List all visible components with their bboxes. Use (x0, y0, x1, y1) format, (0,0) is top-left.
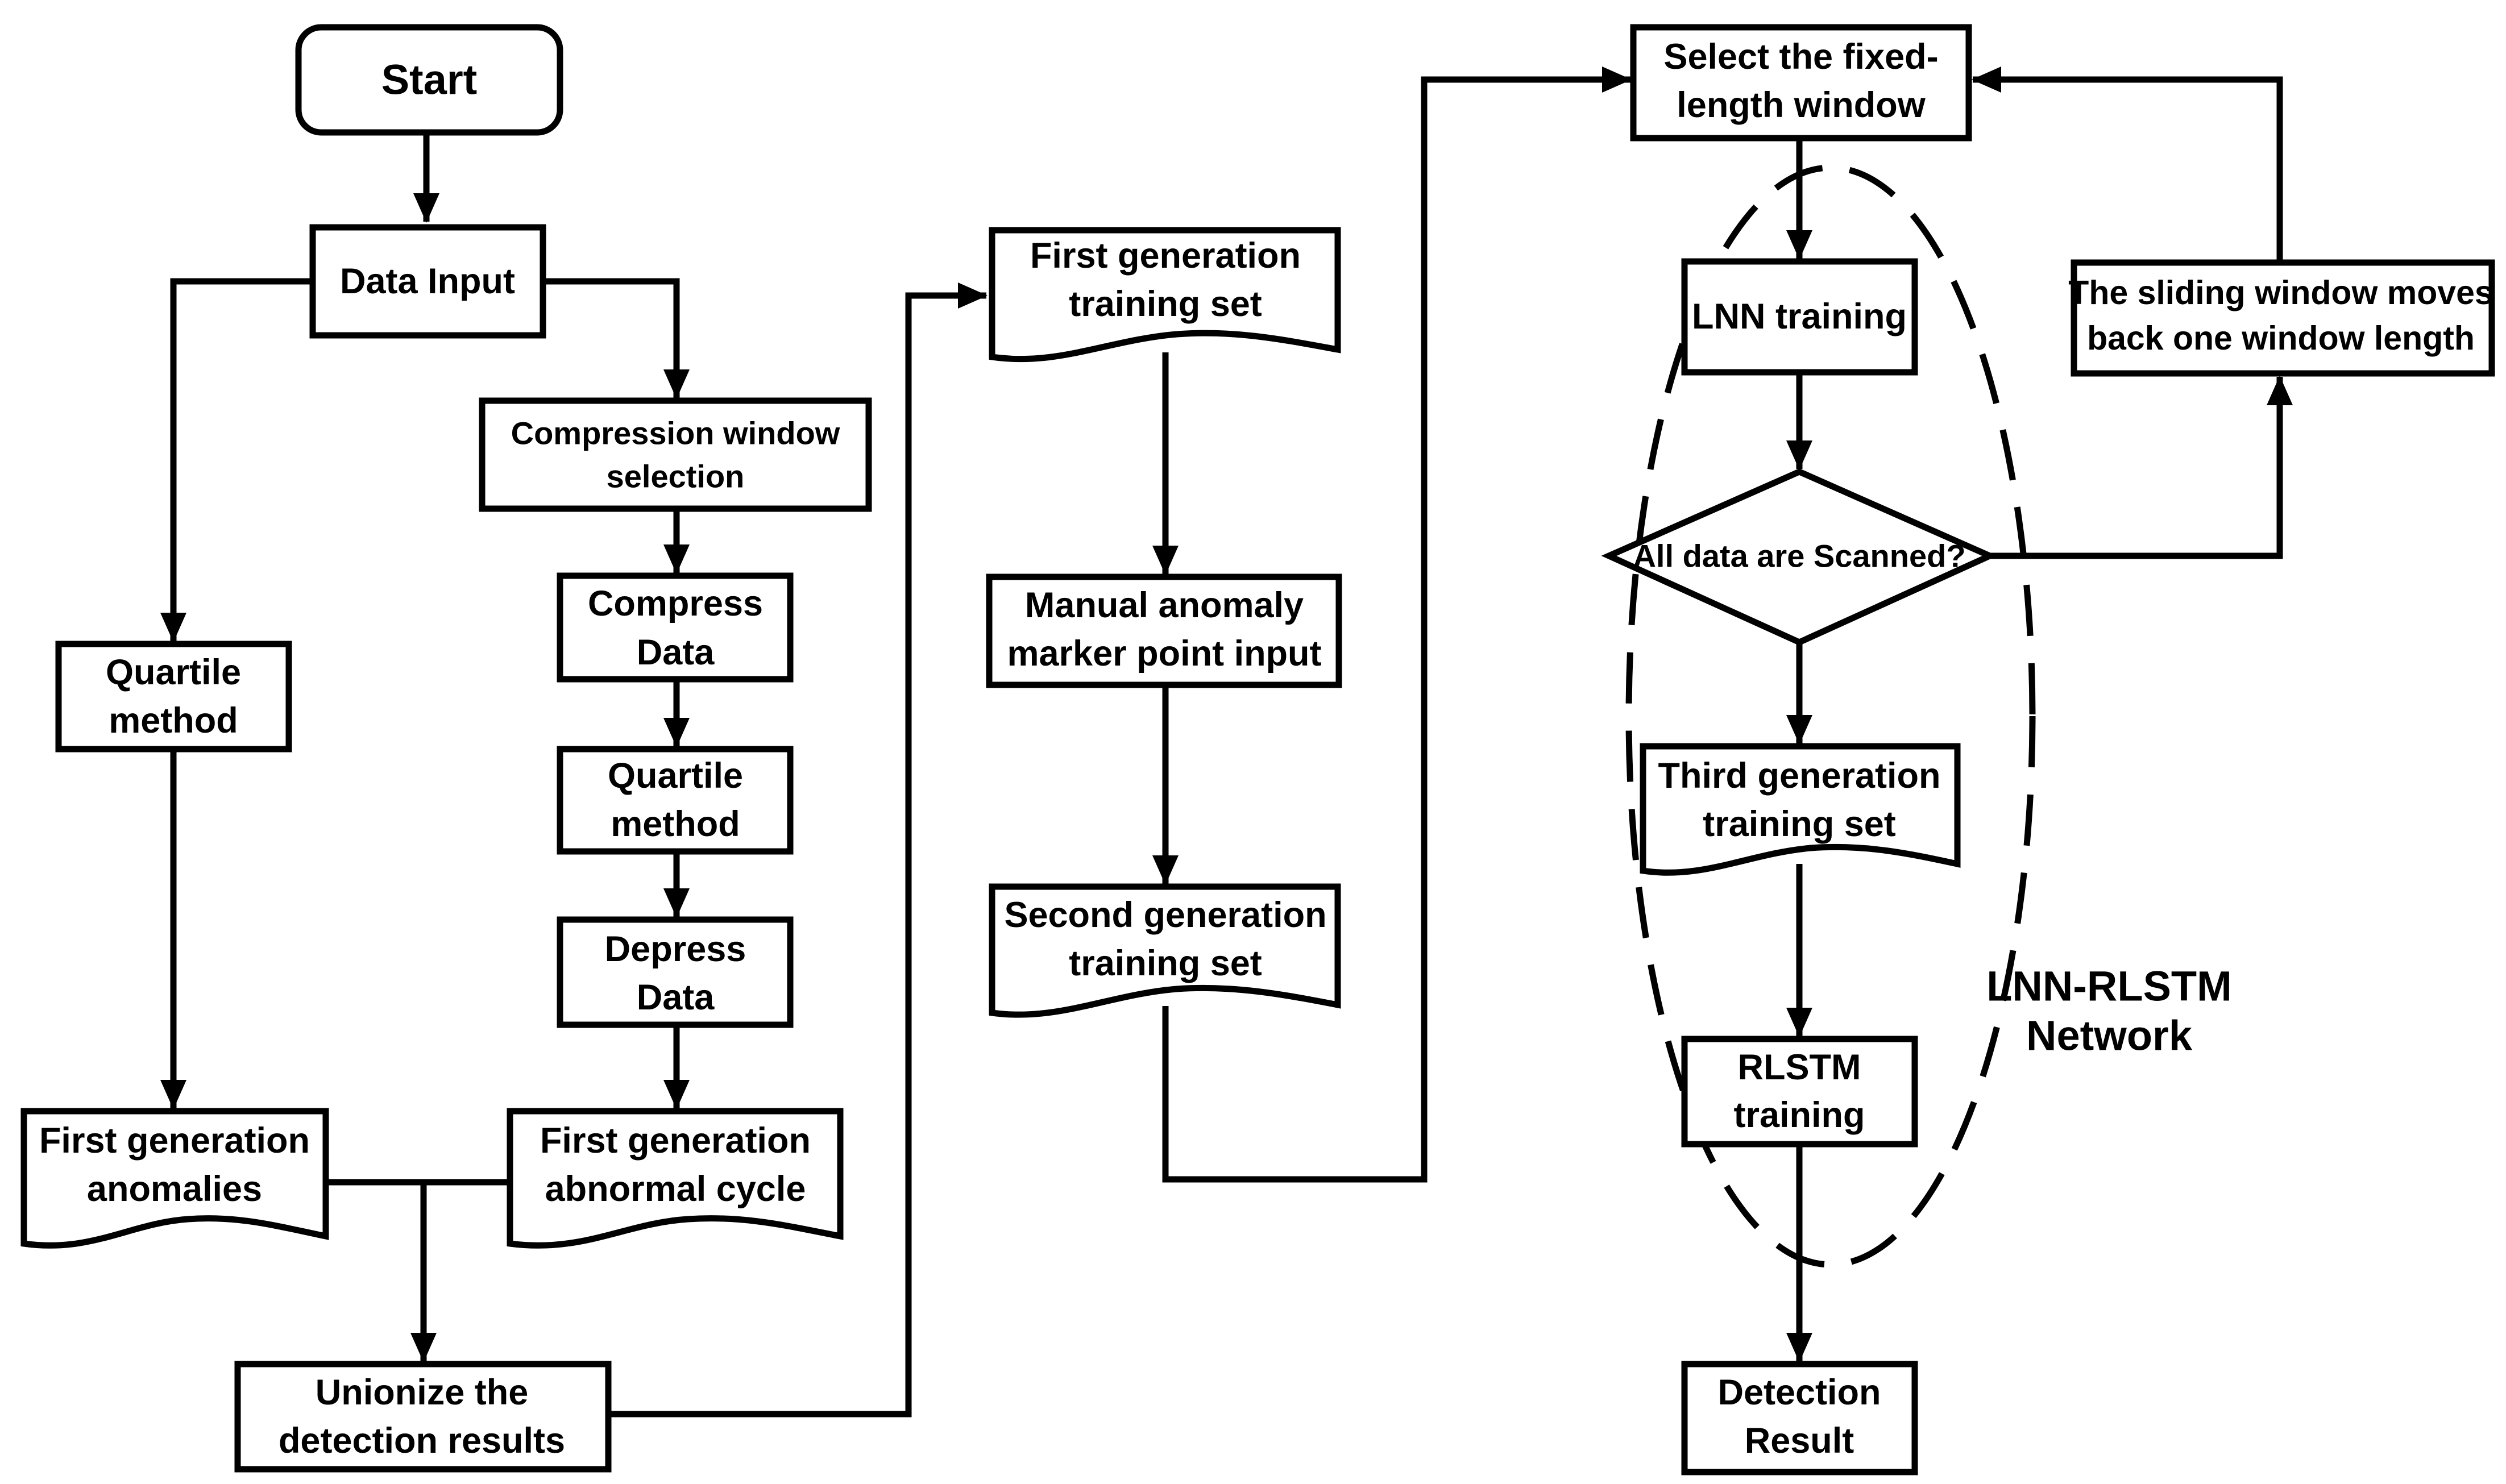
sliding-window-moves-back-box: The sliding window moves back one window… (2068, 259, 2495, 377)
connectors (160, 66, 2293, 1418)
third-generation-training-set-doc: Third generation training set (1640, 743, 1961, 876)
second-training-set-label-line2: training set (1069, 943, 1262, 983)
first-generation-anomalies-doc: First generation anomalies (20, 1108, 329, 1249)
select-window-label-line2: length window (1677, 85, 1926, 125)
detection-result-label-line1: Detection (1717, 1373, 1881, 1412)
start-label: Start (381, 56, 478, 103)
lnn-training-label: LNN training (1692, 297, 1907, 336)
third-training-set-label-line2: training set (1703, 804, 1896, 844)
data-input-box: Data Input (309, 224, 546, 339)
unionize-label-line2: detection results (279, 1421, 565, 1461)
manual-marker-label-line2: marker point input (1007, 634, 1321, 674)
quartile-left-label-line1: Quartile (106, 652, 241, 692)
anomalies-label-line1: First generation (39, 1121, 310, 1161)
select-window-label-line1: Select the fixed- (1663, 37, 1938, 77)
second-generation-training-set-doc: Second generation training set (989, 883, 1341, 1018)
depress-data-label-line1: Depress (605, 929, 746, 969)
compress-data-label-line2: Data (637, 633, 715, 672)
detection-result-label-line2: Result (1745, 1421, 1854, 1461)
decision-label: All data are Scanned? (1633, 538, 1965, 574)
quartile-right-label-line1: Quartile (608, 756, 743, 796)
rlstm-label-line1: RLSTM (1738, 1047, 1861, 1087)
first-generation-training-set-doc: First generation training set (989, 227, 1341, 363)
quartile-method-left-box: Quartile method (55, 641, 292, 753)
arrow-unionize-to-first-training-set (608, 282, 988, 1418)
lnn-rlstm-network-label: Network (2026, 1012, 2193, 1059)
rlstm-training-box: RLSTM training (1681, 1036, 1918, 1148)
arrow-data-input-to-quartile-left (160, 278, 313, 642)
start-terminal: Start (295, 24, 563, 136)
arrow-sliding-window-to-select-window (1972, 66, 2283, 263)
quartile-left-label-line2: method (109, 701, 238, 741)
depress-data-label-line2: Data (637, 978, 715, 1017)
lnn-rlstm-network-boundary (1625, 164, 2036, 1268)
first-training-set-label-line1: First generation (1030, 236, 1301, 276)
compression-window-label-line2: selection (607, 459, 745, 494)
compression-window-label-line1: Compression window (511, 415, 840, 451)
manual-marker-label-line1: Manual anomaly (1025, 585, 1304, 625)
data-input-label: Data Input (340, 261, 515, 301)
unionize-label-line1: Unionize the (316, 1373, 529, 1412)
compress-data-box: Compress Data (557, 572, 794, 683)
unionize-results-box: Unionize the detection results (234, 1361, 612, 1473)
arrow-decision-to-sliding-window (1990, 376, 2293, 559)
arrow-second-training-set-to-select-window (1162, 66, 1632, 1183)
anomalies-label-line2: anomalies (87, 1169, 262, 1209)
lnn-rlstm-network-label: LNN-RLSTM (1986, 963, 2232, 1010)
all-data-scanned-decision: All data are Scanned? (1601, 468, 1998, 646)
arrow-data-input-to-compression-window (543, 278, 690, 399)
sliding-window-label-line1: The sliding window moves (2068, 274, 2493, 311)
quartile-right-label-line2: method (611, 804, 740, 844)
compression-window-selection-box: Compression window selection (479, 397, 872, 512)
abnormal-cycle-label-line2: abnormal cycle (545, 1169, 806, 1209)
detection-result-box: Detection Result (1681, 1361, 1918, 1475)
rlstm-label-line2: training (1734, 1095, 1865, 1135)
compress-data-label-line1: Compress (588, 584, 763, 623)
first-generation-abnormal-cycle-doc: First generation abnormal cycle (507, 1108, 844, 1249)
depress-data-box: Depress Data (557, 916, 794, 1028)
third-training-set-label-line1: Third generation (1658, 756, 1940, 796)
select-fixed-length-window-box: Select the fixed- length window (1630, 24, 1972, 142)
abnormal-cycle-label-line1: First generation (540, 1121, 811, 1161)
second-training-set-label-line1: Second generation (1004, 895, 1326, 935)
first-training-set-label-line2: training set (1069, 284, 1262, 324)
lnn-training-box: LNN training (1681, 258, 1918, 376)
manual-anomaly-marker-input-box: Manual anomaly marker point input (986, 573, 1342, 688)
quartile-method-right-box: Quartile method (557, 746, 794, 855)
sliding-window-label-line2: back one window length (2087, 319, 2475, 357)
